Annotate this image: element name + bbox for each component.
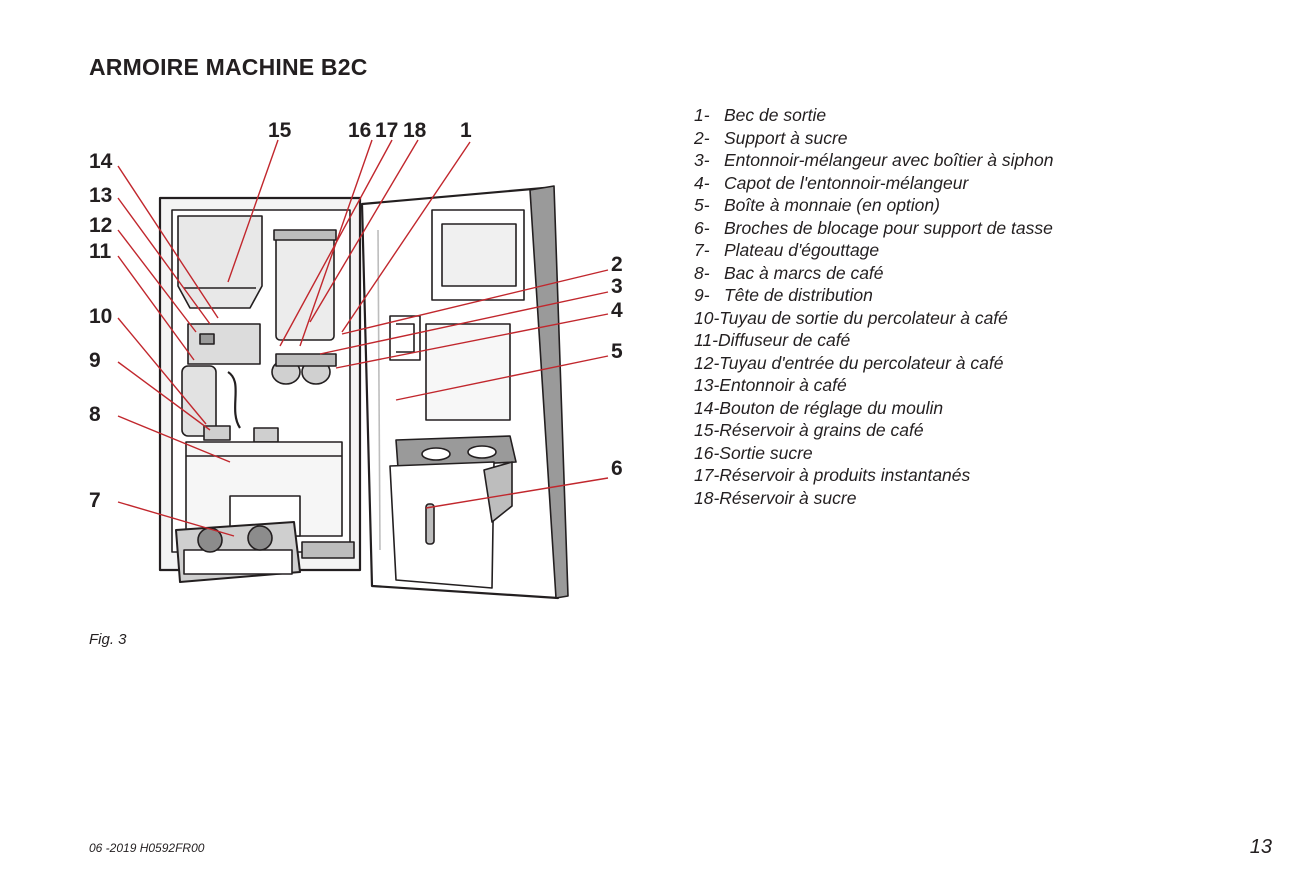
legend-item: 13-Entonnoir à café: [694, 374, 1053, 397]
legend-number: 14-: [694, 397, 720, 418]
legend-number: 5-: [694, 195, 710, 215]
legend-text: Broches de blocage pour support de tasse: [724, 217, 1053, 238]
legend-text: Sortie sucre: [719, 442, 813, 463]
legend-text: Bac à marcs de café: [724, 262, 884, 283]
legend-item: 5- Boîte à monnaie (en option): [694, 194, 1053, 217]
legend-text: Bec de sortie: [724, 105, 827, 125]
legend-item: 18-Réservoir à sucre: [694, 487, 1053, 510]
legend-text: Réservoir à grains de café: [719, 420, 924, 440]
callout-1: 1: [460, 119, 472, 142]
legend-item: 11-Diffuseur de café: [694, 329, 1053, 352]
callout-3: 3: [611, 275, 623, 298]
legend-item: 3- Entonnoir-mélangeur avec boîtier à sip…: [694, 149, 1053, 172]
legend-number: 2-: [694, 127, 710, 148]
callout-12: 12: [89, 214, 113, 237]
legend-text: Entonnoir-mélangeur avec boîtier à sipho…: [724, 150, 1054, 170]
callout-2: 2: [611, 253, 623, 276]
figure-caption: Fig. 3: [89, 631, 127, 648]
legend-text: Capot de l'entonnoir-mélangeur: [724, 172, 969, 193]
legend-text: Plateau d'égouttage: [724, 240, 880, 260]
legend-item: 14-Bouton de réglage du moulin: [694, 397, 1053, 420]
callout-7: 7: [89, 489, 101, 512]
page-number: 13: [1249, 836, 1272, 858]
legend-number: 7-: [694, 240, 710, 260]
document-reference: 06 -2019 H0592FR00: [89, 841, 205, 855]
parts-legend: 1- Bec de sortie 2- Support à sucre 3- Ento…: [694, 104, 1053, 509]
legend-number: 11-: [694, 330, 718, 350]
legend-number: 17-: [694, 465, 720, 485]
legend-text: Tête de distribution: [724, 285, 873, 305]
legend-text: Boîte à monnaie (en option): [724, 195, 940, 215]
callout-5: 5: [611, 340, 623, 363]
legend-number: 4-: [694, 172, 710, 193]
legend-number: 9-: [694, 285, 710, 305]
callout-15: 15: [268, 119, 292, 142]
callout-6: 6: [611, 457, 623, 480]
legend-number: 1-: [694, 105, 710, 125]
legend-number: 13-: [694, 375, 720, 395]
callout-13: 13: [89, 184, 113, 207]
legend-number: 12-: [694, 352, 720, 373]
legend-text: Tuyau d'entrée du percolateur à café: [719, 352, 1004, 373]
callout-11: 11: [89, 240, 112, 263]
legend-item: 12-Tuyau d'entrée du percolateur à café: [694, 352, 1053, 375]
legend-item: 16-Sortie sucre: [694, 442, 1053, 465]
legend-number: 10-: [694, 307, 720, 328]
legend-item: 17-Réservoir à produits instantanés: [694, 464, 1053, 487]
legend-text: Entonnoir à café: [719, 375, 847, 395]
callout-18: 18: [403, 119, 427, 142]
legend-text: Diffuseur de café: [718, 330, 851, 350]
legend-number: 18-: [694, 487, 720, 508]
legend-number: 3-: [694, 150, 710, 170]
leader-lines: [117, 139, 609, 537]
machine-cabinet-figure: 15 16 17 18 1 14 13 12 11 10 9 8 7 2 3 4…: [80, 110, 640, 610]
legend-item: 6- Broches de blocage pour support de tas…: [694, 217, 1053, 240]
legend-item: 4- Capot de l'entonnoir-mélangeur: [694, 172, 1053, 195]
legend-text: Réservoir à produits instantanés: [719, 465, 971, 485]
legend-number: 8-: [694, 262, 710, 283]
legend-text: Réservoir à sucre: [719, 487, 857, 508]
legend-number: 15-: [694, 420, 720, 440]
legend-text: Tuyau de sortie du percolateur à café: [719, 307, 1008, 328]
legend-item: 7- Plateau d'égouttage: [694, 239, 1053, 262]
callout-10: 10: [89, 305, 113, 328]
legend-text: Bouton de réglage du moulin: [719, 397, 944, 418]
legend-item: 2- Support à sucre: [694, 127, 1053, 150]
callout-14: 14: [89, 150, 113, 173]
legend-number: 16-: [694, 442, 720, 463]
callout-4: 4: [611, 299, 623, 322]
callout-8: 8: [89, 403, 101, 426]
legend-item: 15-Réservoir à grains de café: [694, 419, 1053, 442]
legend-item: 9- Tête de distribution: [694, 284, 1053, 307]
callout-17: 17: [375, 119, 399, 142]
legend-number: 6-: [694, 217, 710, 238]
legend-item: 10-Tuyau de sortie du percolateur à café: [694, 307, 1053, 330]
callout-16: 16: [348, 119, 372, 142]
legend-item: 8- Bac à marcs de café: [694, 262, 1053, 285]
legend-item: 1- Bec de sortie: [694, 104, 1053, 127]
callout-9: 9: [89, 349, 101, 372]
legend-text: Support à sucre: [724, 127, 848, 148]
page-title: ARMOIRE MACHINE B2C: [89, 54, 368, 80]
